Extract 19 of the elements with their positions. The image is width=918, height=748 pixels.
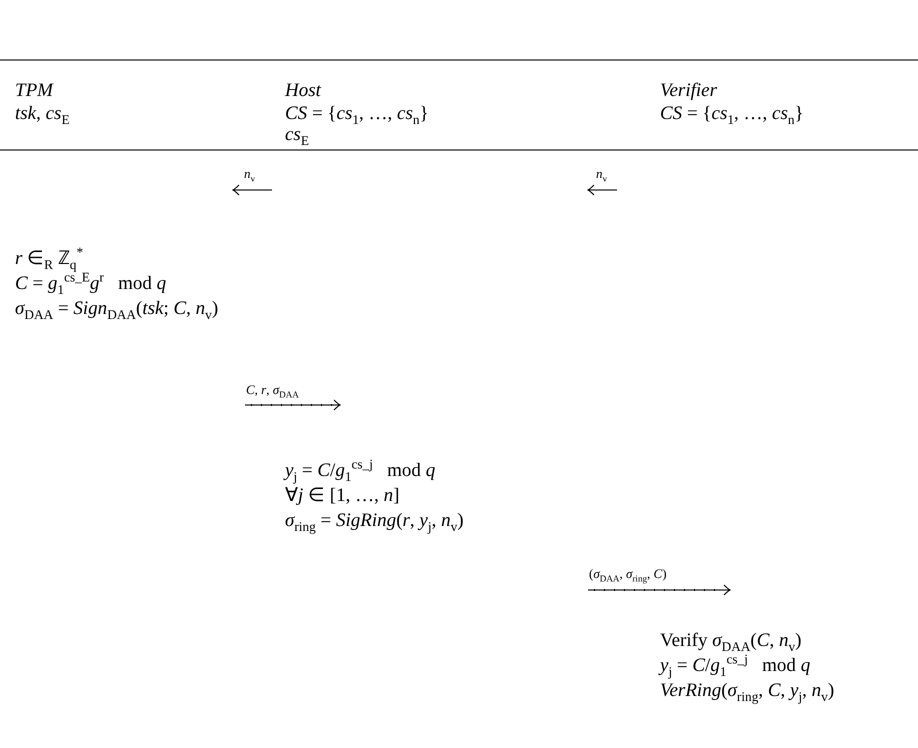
message-label: n$_{v}$ [244, 166, 256, 182]
equation: y$_{j}$ = C/g$_{1}$$^{cs_j}$ mod q [285, 460, 436, 482]
variable-list: tsk, cs$_{E}$ [15, 103, 70, 125]
equation: σ$_{DAA}$ = Sign$_{DAA}$(tsk; C, n$_{v}$) [15, 298, 220, 320]
variable-list: cs$_{E}$ [285, 124, 309, 146]
equation: σ$_{ring}$ = SigRing(r, y$_{j}$, n$_{v}$) [285, 510, 464, 532]
equation: Verify σ$_{DAA}$(C, n$_{v}$) [660, 630, 802, 652]
equation: VerRing(σ$_{ring}$, C, y$_{j}$, n$_{v}$) [660, 680, 834, 702]
equation: y$_{j}$ = C/g$_{1}$$^{cs_j}$ mod q [660, 655, 810, 677]
party-name: TPM [15, 80, 53, 102]
variable-list: CS = {cs$_{1}$, …, cs$_{n}$} [660, 103, 804, 125]
party-name: Verifier [660, 80, 717, 102]
message-label: (σ$_{DAA}$, σ$_{ring}$, C) [589, 566, 667, 582]
variable-list: CS = {cs$_{1}$, …, cs$_{n}$} [285, 103, 429, 125]
equation: C = g$_{1}$$^{cs_E}$g$^{r}$ mod q [15, 273, 166, 295]
message-label: C, r, σ$_{DAA}$ [246, 382, 299, 398]
message-label: n$_{v}$ [596, 166, 608, 182]
equation: ∀j ∈ [1, …, n] [285, 485, 400, 507]
party-name: Host [285, 80, 321, 102]
